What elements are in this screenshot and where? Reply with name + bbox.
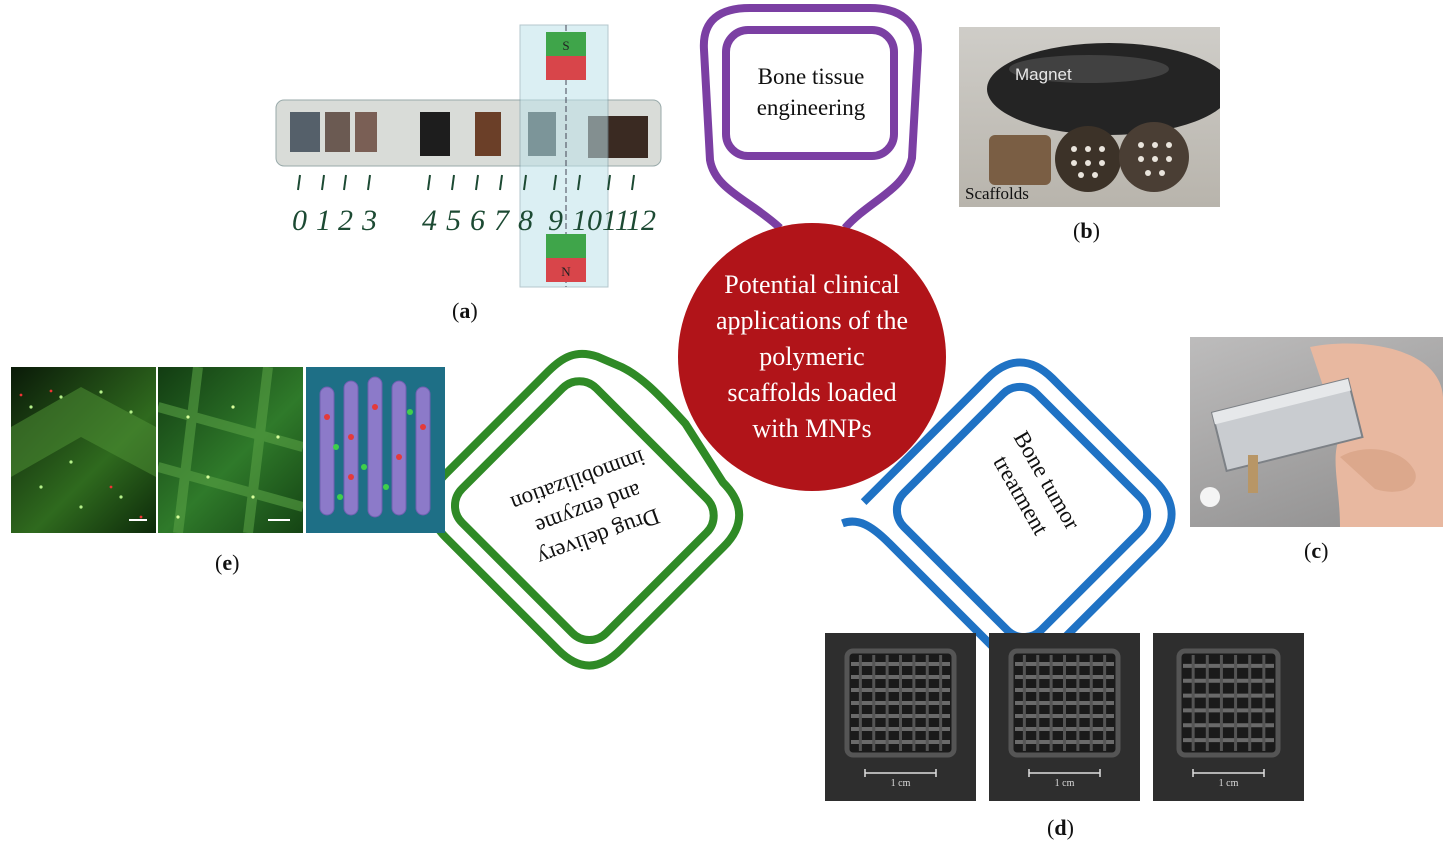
center-line-3: polymeric bbox=[759, 342, 864, 371]
sample-number: 1 bbox=[316, 204, 331, 237]
sample-number: 10 bbox=[572, 204, 602, 237]
magnet-bottom-pole: N bbox=[561, 264, 571, 279]
drug-delivery-bubble: Drug delivery and enzyme immobilization bbox=[426, 349, 744, 670]
center-line-1: Potential clinical bbox=[724, 270, 899, 299]
scale-bar bbox=[1028, 769, 1101, 777]
sample-number: 12 bbox=[626, 204, 656, 237]
sample-number: 7 bbox=[494, 204, 511, 237]
bone-tissue-line-1: Bone tissue bbox=[758, 64, 865, 89]
tick-mark bbox=[427, 174, 431, 191]
center-line-5: with MNPs bbox=[752, 414, 871, 443]
panel-d-label: (d) bbox=[1047, 815, 1074, 840]
scaffolds-caption: Scaffolds bbox=[965, 184, 1029, 203]
tick-mark bbox=[499, 174, 503, 191]
tick-mark bbox=[607, 174, 611, 191]
panel-d-photo-2: 1 cm bbox=[989, 633, 1140, 801]
center-line-2: applications of the bbox=[716, 306, 908, 335]
tick-mark bbox=[297, 174, 301, 191]
sample-number: 5 bbox=[446, 204, 461, 237]
center-line-4: scaffolds loaded bbox=[727, 378, 896, 407]
magnet-top-pole: S bbox=[562, 38, 569, 53]
panel-e-photo-1 bbox=[11, 367, 156, 533]
tick-mark bbox=[553, 174, 557, 191]
sample-number: 8 bbox=[518, 204, 533, 237]
bone-tissue-line-2: engineering bbox=[757, 95, 866, 120]
sample-number: 9 bbox=[548, 204, 563, 237]
magnet-bottom: N bbox=[546, 234, 586, 282]
sample-number: 4 bbox=[422, 204, 437, 237]
bone-tissue-bubble: Bone tissue engineering bbox=[699, 3, 923, 231]
scale-text-3: 1 cm bbox=[1218, 778, 1239, 789]
panel-b-label: (b) bbox=[1073, 218, 1100, 243]
tick-mark bbox=[343, 174, 347, 191]
panel-d-photo-3: 1 cm bbox=[1153, 633, 1304, 801]
tick-mark bbox=[523, 174, 527, 191]
tick-mark bbox=[451, 174, 455, 191]
tick-mark bbox=[321, 174, 325, 191]
scale-text-2: 1 cm bbox=[1054, 778, 1075, 789]
panel-a-label: (a) bbox=[452, 298, 478, 323]
panel-c-label: (c) bbox=[1304, 538, 1329, 563]
panel-e-photo-3 bbox=[306, 367, 445, 533]
sample-number: 6 bbox=[470, 204, 485, 237]
bone-tumor-bubble: Bone tumor treatment bbox=[841, 358, 1176, 666]
scale-text-1: 1 cm bbox=[890, 778, 911, 789]
sample-number: 3 bbox=[361, 204, 377, 237]
magnet-top: S bbox=[546, 32, 586, 80]
panel-e-photo-2 bbox=[158, 367, 303, 533]
scaffold-frame bbox=[1176, 648, 1281, 758]
panel-c-photo bbox=[1190, 337, 1443, 527]
magnet-caption: Magnet bbox=[1015, 65, 1072, 84]
tick-mark bbox=[577, 174, 581, 191]
tick-mark bbox=[475, 174, 479, 191]
central-circle: Potential clinical applications of the p… bbox=[678, 223, 946, 491]
sample-number: 11 bbox=[602, 204, 630, 237]
sample-number: 2 bbox=[338, 204, 353, 237]
sample-number: 0 bbox=[292, 204, 307, 237]
panel-d-photo-1: 1 cm bbox=[825, 633, 976, 801]
tick-mark bbox=[367, 174, 371, 191]
scale-bar bbox=[864, 769, 937, 777]
scale-bar bbox=[1192, 769, 1265, 777]
tick-mark bbox=[631, 174, 635, 191]
panel-b-photo: Magnet Scaffolds bbox=[959, 27, 1220, 207]
panel-e-label: (e) bbox=[215, 550, 240, 575]
